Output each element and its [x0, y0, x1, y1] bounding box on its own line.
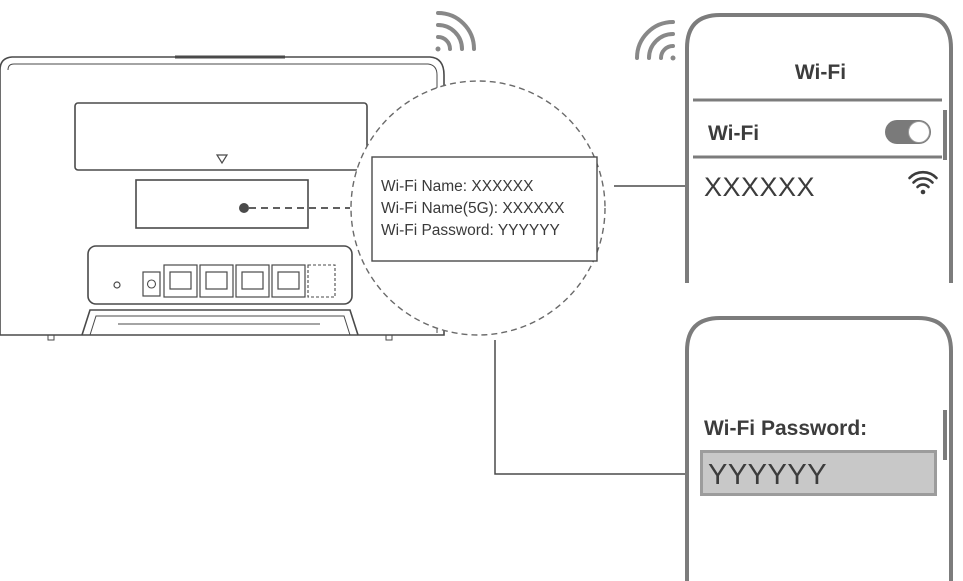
password-input[interactable] — [700, 450, 937, 496]
password-value: YYYYYY — [708, 459, 828, 491]
label-box — [371, 156, 598, 262]
label-wifi-name: Wi-Fi Name: XXXXXX — [381, 178, 534, 195]
wifi-signal-icon — [908, 170, 938, 195]
router — [0, 55, 445, 341]
toggle-knob — [908, 121, 930, 143]
phone-wifi-icon — [635, 20, 676, 61]
password-label: Wi-Fi Password: — [704, 417, 868, 440]
arrow-down-icon — [215, 154, 229, 165]
wifi-toggle-label: Wi-Fi — [708, 122, 760, 145]
network-list-item[interactable]: XXXXXX — [704, 172, 816, 202]
wifi-screen-title: Wi-Fi — [794, 61, 847, 84]
router-stand — [81, 309, 359, 336]
router-wifi-icon — [435, 11, 476, 52]
router-ports-panel — [87, 245, 353, 305]
label-wifi-password: Wi-Fi Password: YYYYYY — [381, 222, 560, 239]
connector-to-password — [494, 340, 698, 475]
phone-password-entry — [685, 316, 953, 581]
router-upper-panel — [74, 102, 368, 171]
lan-ports — [163, 264, 306, 298]
label-wifi-name-5g: Wi-Fi Name(5G): XXXXXX — [381, 200, 565, 217]
power-port — [142, 271, 161, 297]
reset-hole — [113, 281, 121, 289]
phone-network-list — [685, 13, 953, 283]
router-label-area — [135, 179, 309, 229]
phone-port — [307, 264, 336, 298]
wifi-toggle[interactable] — [885, 120, 931, 144]
